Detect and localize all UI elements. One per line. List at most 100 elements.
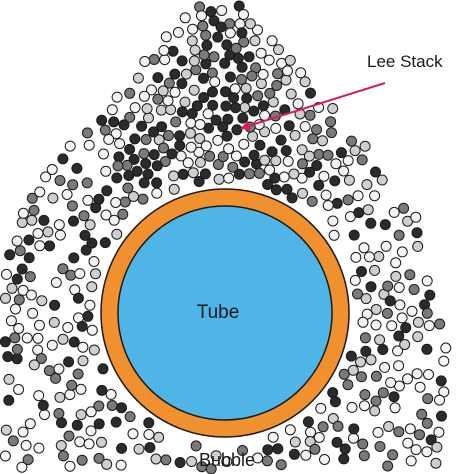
particle-dot bbox=[356, 154, 368, 166]
particle-dot bbox=[288, 448, 300, 460]
particle-dot bbox=[248, 149, 260, 161]
particle-dot bbox=[68, 252, 80, 264]
particle-dot bbox=[152, 72, 164, 84]
particle-dot bbox=[17, 426, 29, 438]
particle-dot bbox=[393, 360, 405, 372]
particle-dot bbox=[248, 105, 260, 117]
particle-dot bbox=[280, 74, 292, 86]
particle-dot bbox=[390, 270, 402, 282]
particle-dot bbox=[168, 170, 180, 182]
particle-dot bbox=[137, 193, 149, 205]
particle-dot bbox=[128, 191, 139, 202]
particle-dot bbox=[402, 373, 413, 385]
lee-stack-label: Lee Stack bbox=[367, 52, 443, 71]
particle-dot bbox=[237, 445, 248, 456]
particle-dot bbox=[101, 458, 113, 470]
particle-dot bbox=[210, 450, 222, 462]
particle-dot bbox=[90, 268, 101, 280]
particle-dot bbox=[393, 229, 405, 241]
particle-dot bbox=[57, 263, 69, 275]
particle-dot bbox=[168, 183, 180, 195]
particle-dot bbox=[318, 170, 330, 182]
particle-dot bbox=[261, 455, 273, 467]
particle-dot bbox=[100, 165, 112, 177]
particle-dot bbox=[217, 151, 229, 163]
particle-dot bbox=[152, 93, 164, 105]
particle-dot bbox=[1, 268, 12, 280]
particle-dot bbox=[200, 58, 212, 70]
particle-dot bbox=[54, 175, 66, 186]
particle-dot bbox=[27, 307, 39, 319]
particle-dot bbox=[353, 207, 365, 219]
particle-dot bbox=[124, 87, 136, 99]
particle-dot bbox=[61, 189, 73, 200]
particle-dot bbox=[86, 237, 98, 249]
particle-dot bbox=[47, 192, 59, 204]
particle-dot bbox=[345, 350, 357, 362]
particle-dot bbox=[236, 27, 248, 39]
particle-dot bbox=[228, 92, 240, 104]
particle-dot bbox=[322, 149, 334, 161]
particle-dot bbox=[11, 343, 23, 355]
particle-dot bbox=[230, 42, 242, 54]
particle-dot bbox=[307, 133, 319, 145]
particle-dot bbox=[23, 234, 35, 246]
particle-dot bbox=[434, 318, 446, 330]
particle-dot bbox=[16, 461, 28, 473]
particle-dot bbox=[82, 310, 94, 322]
particle-dot bbox=[404, 269, 416, 281]
arrow-icon bbox=[240, 82, 386, 131]
particle-dot bbox=[74, 436, 86, 448]
particle-dot bbox=[383, 421, 395, 432]
particle-dot bbox=[81, 177, 93, 189]
particle-dot bbox=[304, 166, 316, 178]
particle-dot bbox=[272, 443, 284, 455]
particle-dot bbox=[255, 78, 267, 90]
particle-dot bbox=[396, 246, 408, 258]
particle-dot bbox=[64, 140, 76, 152]
particle-dot bbox=[356, 371, 367, 383]
particle-dot bbox=[400, 322, 412, 334]
particle-dot bbox=[124, 143, 136, 155]
particle-dot bbox=[297, 187, 308, 199]
particle-dot bbox=[264, 164, 276, 176]
particle-dot bbox=[346, 135, 357, 147]
particle-dot bbox=[13, 323, 25, 334]
particle-dot bbox=[186, 456, 198, 467]
particle-dot bbox=[238, 138, 250, 150]
particle-dot bbox=[93, 418, 105, 430]
particle-dot bbox=[284, 424, 296, 436]
particle-dot bbox=[96, 436, 107, 448]
particle-dot bbox=[98, 148, 109, 160]
particle-dot bbox=[244, 168, 255, 180]
particle-dot bbox=[129, 102, 141, 114]
particle-dot bbox=[381, 307, 393, 319]
particle-dot bbox=[85, 425, 97, 437]
particle-dot bbox=[198, 72, 209, 84]
particle-dot bbox=[44, 240, 56, 252]
particle-dot bbox=[54, 229, 66, 241]
particle-dot bbox=[42, 226, 54, 238]
particle-dot bbox=[118, 119, 130, 131]
particle-dot bbox=[393, 330, 405, 342]
particle-dot bbox=[198, 92, 210, 103]
particle-dot bbox=[377, 344, 389, 355]
particle-dot bbox=[221, 130, 233, 142]
particle-dot bbox=[348, 423, 360, 435]
particle-dot bbox=[157, 85, 169, 97]
particle-dot bbox=[179, 96, 191, 108]
particle-dot bbox=[302, 416, 314, 428]
particle-dot bbox=[220, 100, 232, 112]
particle-dot bbox=[114, 138, 126, 150]
particle-dot bbox=[111, 228, 123, 240]
particle-dot bbox=[335, 147, 347, 159]
particle-dot bbox=[115, 459, 127, 471]
particle-dot bbox=[143, 112, 154, 124]
particle-dot bbox=[233, 0, 245, 12]
particle-dot bbox=[46, 164, 58, 175]
particle-dot bbox=[370, 319, 382, 331]
particle-dot bbox=[339, 443, 351, 455]
particle-dot bbox=[399, 339, 411, 350]
particle-dot bbox=[33, 442, 45, 454]
